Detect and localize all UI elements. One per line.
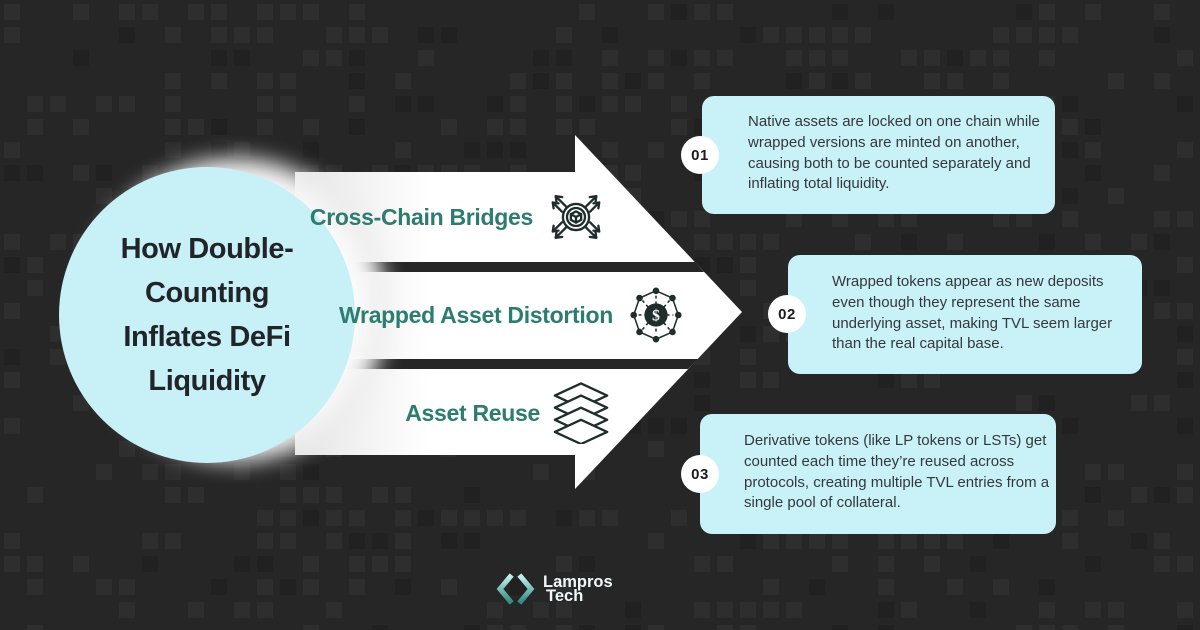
step-label: Wrapped Asset Distortion <box>339 301 613 328</box>
svg-text:$: $ <box>652 307 660 324</box>
step-number: 03 <box>691 465 709 483</box>
brand-line-1: Lampros <box>543 573 613 591</box>
step-description: Native assets are locked on one chain wh… <box>748 113 1040 193</box>
brand-line-2: Tech <box>546 587 584 605</box>
brand-name: Lampros Tech <box>543 573 613 605</box>
title-line: How Double- <box>120 233 294 265</box>
title-line: Counting <box>144 277 270 309</box>
code-brackets-icon <box>496 573 535 605</box>
step-label: Asset Reuse <box>405 399 540 426</box>
title-circle: How Double- Counting Inflates DeFi Liqui… <box>59 167 355 463</box>
brand-logo: Lampros Tech <box>496 572 613 606</box>
step-description: Wrapped tokens appear as new deposits ev… <box>832 273 1113 353</box>
step-number-badge: 02 <box>768 295 806 333</box>
step-number: 01 <box>691 146 709 164</box>
step-band-3: Asset Reuse <box>405 381 610 445</box>
step-note-2: Wrapped tokens appear as new deposits ev… <box>788 255 1142 374</box>
step-note-3: Derivative tokens (like LP tokens or LST… <box>700 414 1056 534</box>
title-line: Liquidity <box>148 365 266 397</box>
step-number-badge: 01 <box>681 136 719 174</box>
step-band-2: Wrapped Asset Distortion <box>339 283 687 347</box>
network-dollar-icon: $ <box>630 287 682 343</box>
layers-icon <box>553 382 609 444</box>
step-note-1: Native assets are locked on one chain wh… <box>702 96 1055 214</box>
page-title: How Double- Counting Inflates DeFi Liqui… <box>121 227 294 403</box>
step-number-badge: 03 <box>681 455 719 493</box>
step-band-1: Cross-Chain Bridges <box>310 185 607 249</box>
step-description: Derivative tokens (like LP tokens or LST… <box>744 432 1050 512</box>
step-label: Cross-Chain Bridges <box>309 203 533 230</box>
bridge-icon <box>551 195 601 239</box>
title-line: Inflates DeFi <box>123 321 291 353</box>
step-number: 02 <box>778 305 796 323</box>
